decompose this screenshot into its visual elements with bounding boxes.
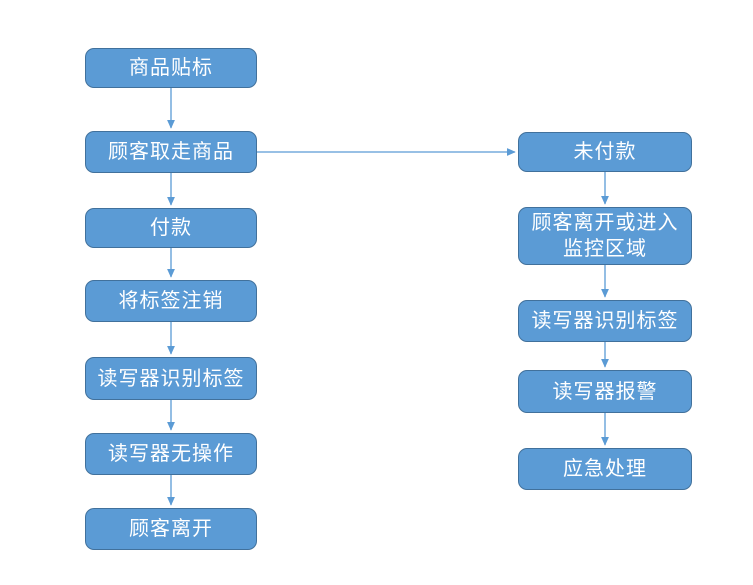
node-label: 付款 xyxy=(150,217,192,239)
flow-node-payment: 付款 xyxy=(85,208,257,248)
node-label: 顾客取走商品 xyxy=(108,141,234,163)
node-label: 顾客离开 xyxy=(129,518,213,540)
node-label: 顾客离开或进入 监控区域 xyxy=(531,212,679,260)
flow-node-reader-identifies-tag-left: 读写器识别标签 xyxy=(85,357,257,400)
node-label: 将标签注销 xyxy=(118,290,224,312)
flow-node-customer-takes-goods: 顾客取走商品 xyxy=(85,131,257,173)
flow-node-reader-identifies-tag-right: 读写器识别标签 xyxy=(518,300,692,342)
node-label: 读写器报警 xyxy=(552,380,658,403)
node-label: 读写器识别标签 xyxy=(97,367,245,390)
node-label: 读写器识别标签 xyxy=(531,310,679,332)
flow-node-customer-leaves: 顾客离开 xyxy=(85,508,257,550)
flow-node-reader-alarm: 读写器报警 xyxy=(518,370,692,413)
flow-node-product-labeling: 商品贴标 xyxy=(85,48,257,88)
flow-node-deactivate-tag: 将标签注销 xyxy=(85,280,257,322)
node-label: 商品贴标 xyxy=(129,57,213,79)
node-label: 未付款 xyxy=(573,141,637,163)
node-label: 应急处理 xyxy=(563,458,647,480)
flow-node-emergency-handling: 应急处理 xyxy=(518,448,692,490)
flow-node-customer-leaves-or-enters-monitoring-area: 顾客离开或进入 监控区域 xyxy=(518,207,692,265)
flow-node-unpaid: 未付款 xyxy=(518,132,692,172)
flow-node-reader-no-operation: 读写器无操作 xyxy=(85,433,257,475)
node-label: 读写器无操作 xyxy=(108,443,234,465)
